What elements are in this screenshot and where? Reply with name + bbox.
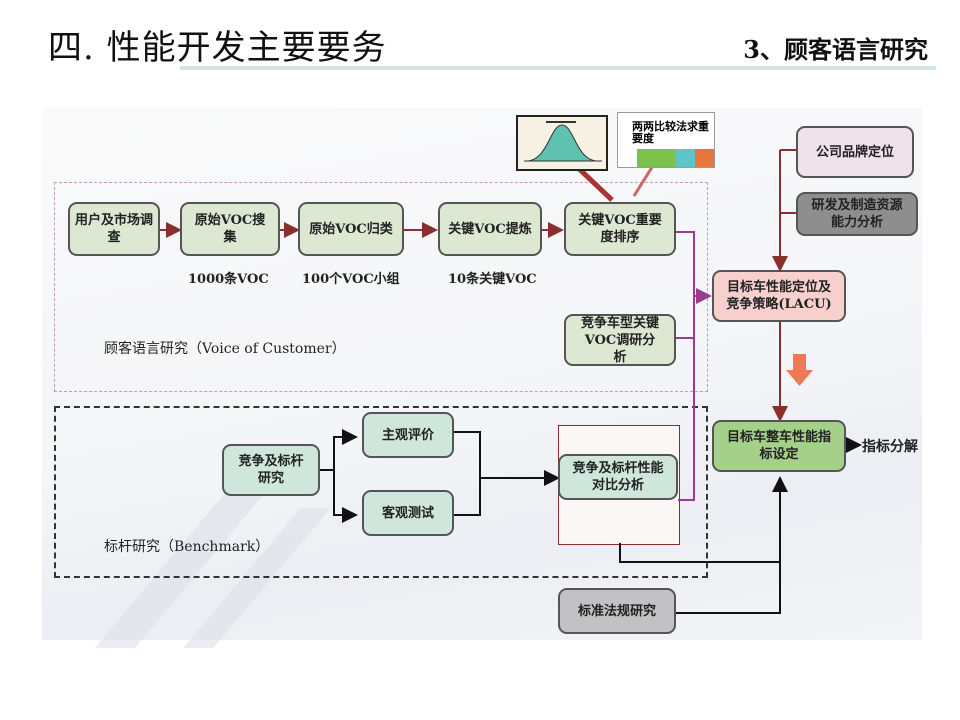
step-key-voc-ranking[interactable]: 关键VOC重要度排序 (564, 202, 676, 256)
table-to-ranking-arrow (632, 163, 656, 197)
page-title: 四. 性能开发主要要务 (48, 28, 387, 68)
pairwise-comparison-table-thumbnail: 两两比较法求重要度 (617, 112, 715, 168)
diagram-background (42, 108, 922, 648)
competitor-benchmark-study[interactable]: 竞争及标杆研究 (222, 444, 320, 496)
table-thumbnail-grid (618, 149, 714, 167)
distribution-chart-thumbnail (516, 115, 608, 171)
target-positioning-strategy[interactable]: 目标车性能定位及竞争策略(LACU) (712, 270, 846, 322)
voc-group-label: 顾客语言研究（Voice of Customer） (104, 341, 346, 357)
indicator-decomposition: 指标分解 (862, 439, 918, 455)
table-thumbnail-title: 两两比较法求重要度 (632, 120, 709, 145)
performance-comparison-analysis[interactable]: 竞争及标杆性能对比分析 (558, 454, 678, 500)
benchmark-group-frame (54, 406, 708, 578)
step-raw-voc-classification[interactable]: 原始VOC归类 (298, 202, 404, 256)
title-divider (180, 66, 936, 70)
count-label: 1000条VOC (188, 272, 269, 287)
objective-testing[interactable]: 客观测试 (362, 490, 454, 536)
standards-regulation-study[interactable]: 标准法规研究 (558, 588, 676, 634)
step-raw-voc-collection[interactable]: 原始VOC搜集 (180, 202, 280, 256)
competitor-voc-analysis[interactable]: 竞争车型关键VOC调研分析 (564, 314, 676, 366)
rd-manufacturing-capability[interactable]: 研发及制造资源能力分析 (796, 192, 918, 236)
regulation-to-target (676, 476, 788, 614)
section-title: 3、顾客语言研究 (743, 35, 928, 64)
benchmark-group-label: 标杆研究（Benchmark） (104, 539, 270, 555)
bell-curve-icon (524, 121, 602, 162)
voc-group-frame (54, 182, 708, 392)
step-key-voc-extraction[interactable]: 关键VOC提炼 (438, 202, 542, 256)
count-label: 10条关键VOC (448, 272, 537, 287)
step-user-market-survey[interactable]: 用户及市场调查 (68, 202, 160, 256)
target-performance-setting[interactable]: 目标车整车性能指标设定 (712, 420, 846, 472)
highlight-down-arrow (786, 354, 813, 386)
subjective-evaluation[interactable]: 主观评价 (362, 412, 454, 458)
count-label: 100个VOC小组 (302, 272, 400, 287)
company-brand-positioning[interactable]: 公司品牌定位 (796, 126, 914, 178)
